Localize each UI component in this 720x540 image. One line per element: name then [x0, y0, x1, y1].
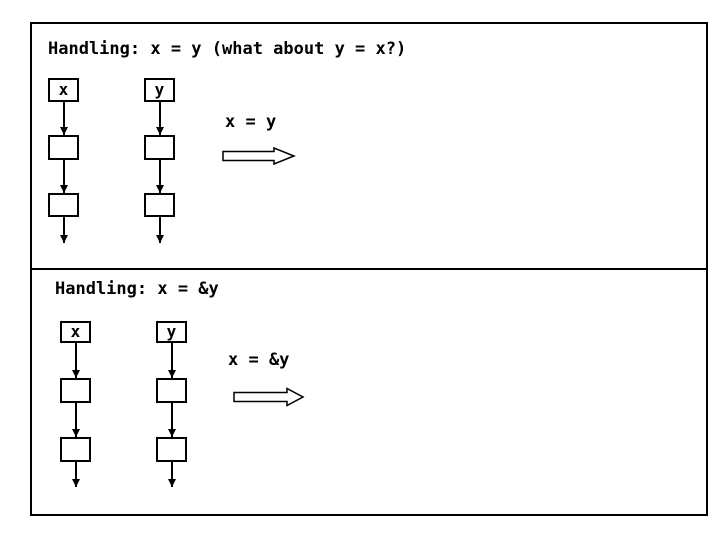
variable-box: x [48, 78, 79, 102]
list-node-box [48, 193, 79, 217]
panel-title: Handling: x = &y [55, 279, 219, 299]
list-node-box [156, 437, 187, 462]
pointer-chain-x: x [60, 321, 91, 487]
variable-box: x [60, 321, 91, 343]
list-node-box [144, 193, 175, 217]
list-node-box [60, 378, 91, 403]
pointer-chain-x: x [48, 78, 79, 243]
variable-box: y [144, 78, 175, 102]
list-node-box [48, 135, 79, 160]
down-arrow-icon [170, 462, 173, 487]
down-arrow-icon [170, 403, 173, 437]
down-arrow-icon [74, 462, 77, 487]
equation-label: x = y [225, 112, 277, 132]
variable-box: y [156, 321, 187, 343]
down-arrow-icon [62, 217, 65, 243]
down-arrow-icon [62, 160, 65, 193]
pointer-chain-y: y [156, 321, 187, 487]
panel-title: Handling: x = y (what about y = x?) [48, 39, 407, 59]
down-arrow-icon [158, 217, 161, 243]
right-block-arrow-icon [233, 387, 305, 407]
down-arrow-icon [74, 403, 77, 437]
down-arrow-icon [74, 343, 77, 378]
panel-divider [30, 268, 708, 270]
down-arrow-icon [158, 102, 161, 135]
pointer-chain-y: y [144, 78, 175, 243]
list-node-box [60, 437, 91, 462]
list-node-box [156, 378, 187, 403]
equation-label: x = &y [228, 350, 290, 370]
list-node-box [144, 135, 175, 160]
right-block-arrow-icon [222, 147, 296, 165]
down-arrow-icon [158, 160, 161, 193]
down-arrow-icon [170, 343, 173, 378]
down-arrow-icon [62, 102, 65, 135]
